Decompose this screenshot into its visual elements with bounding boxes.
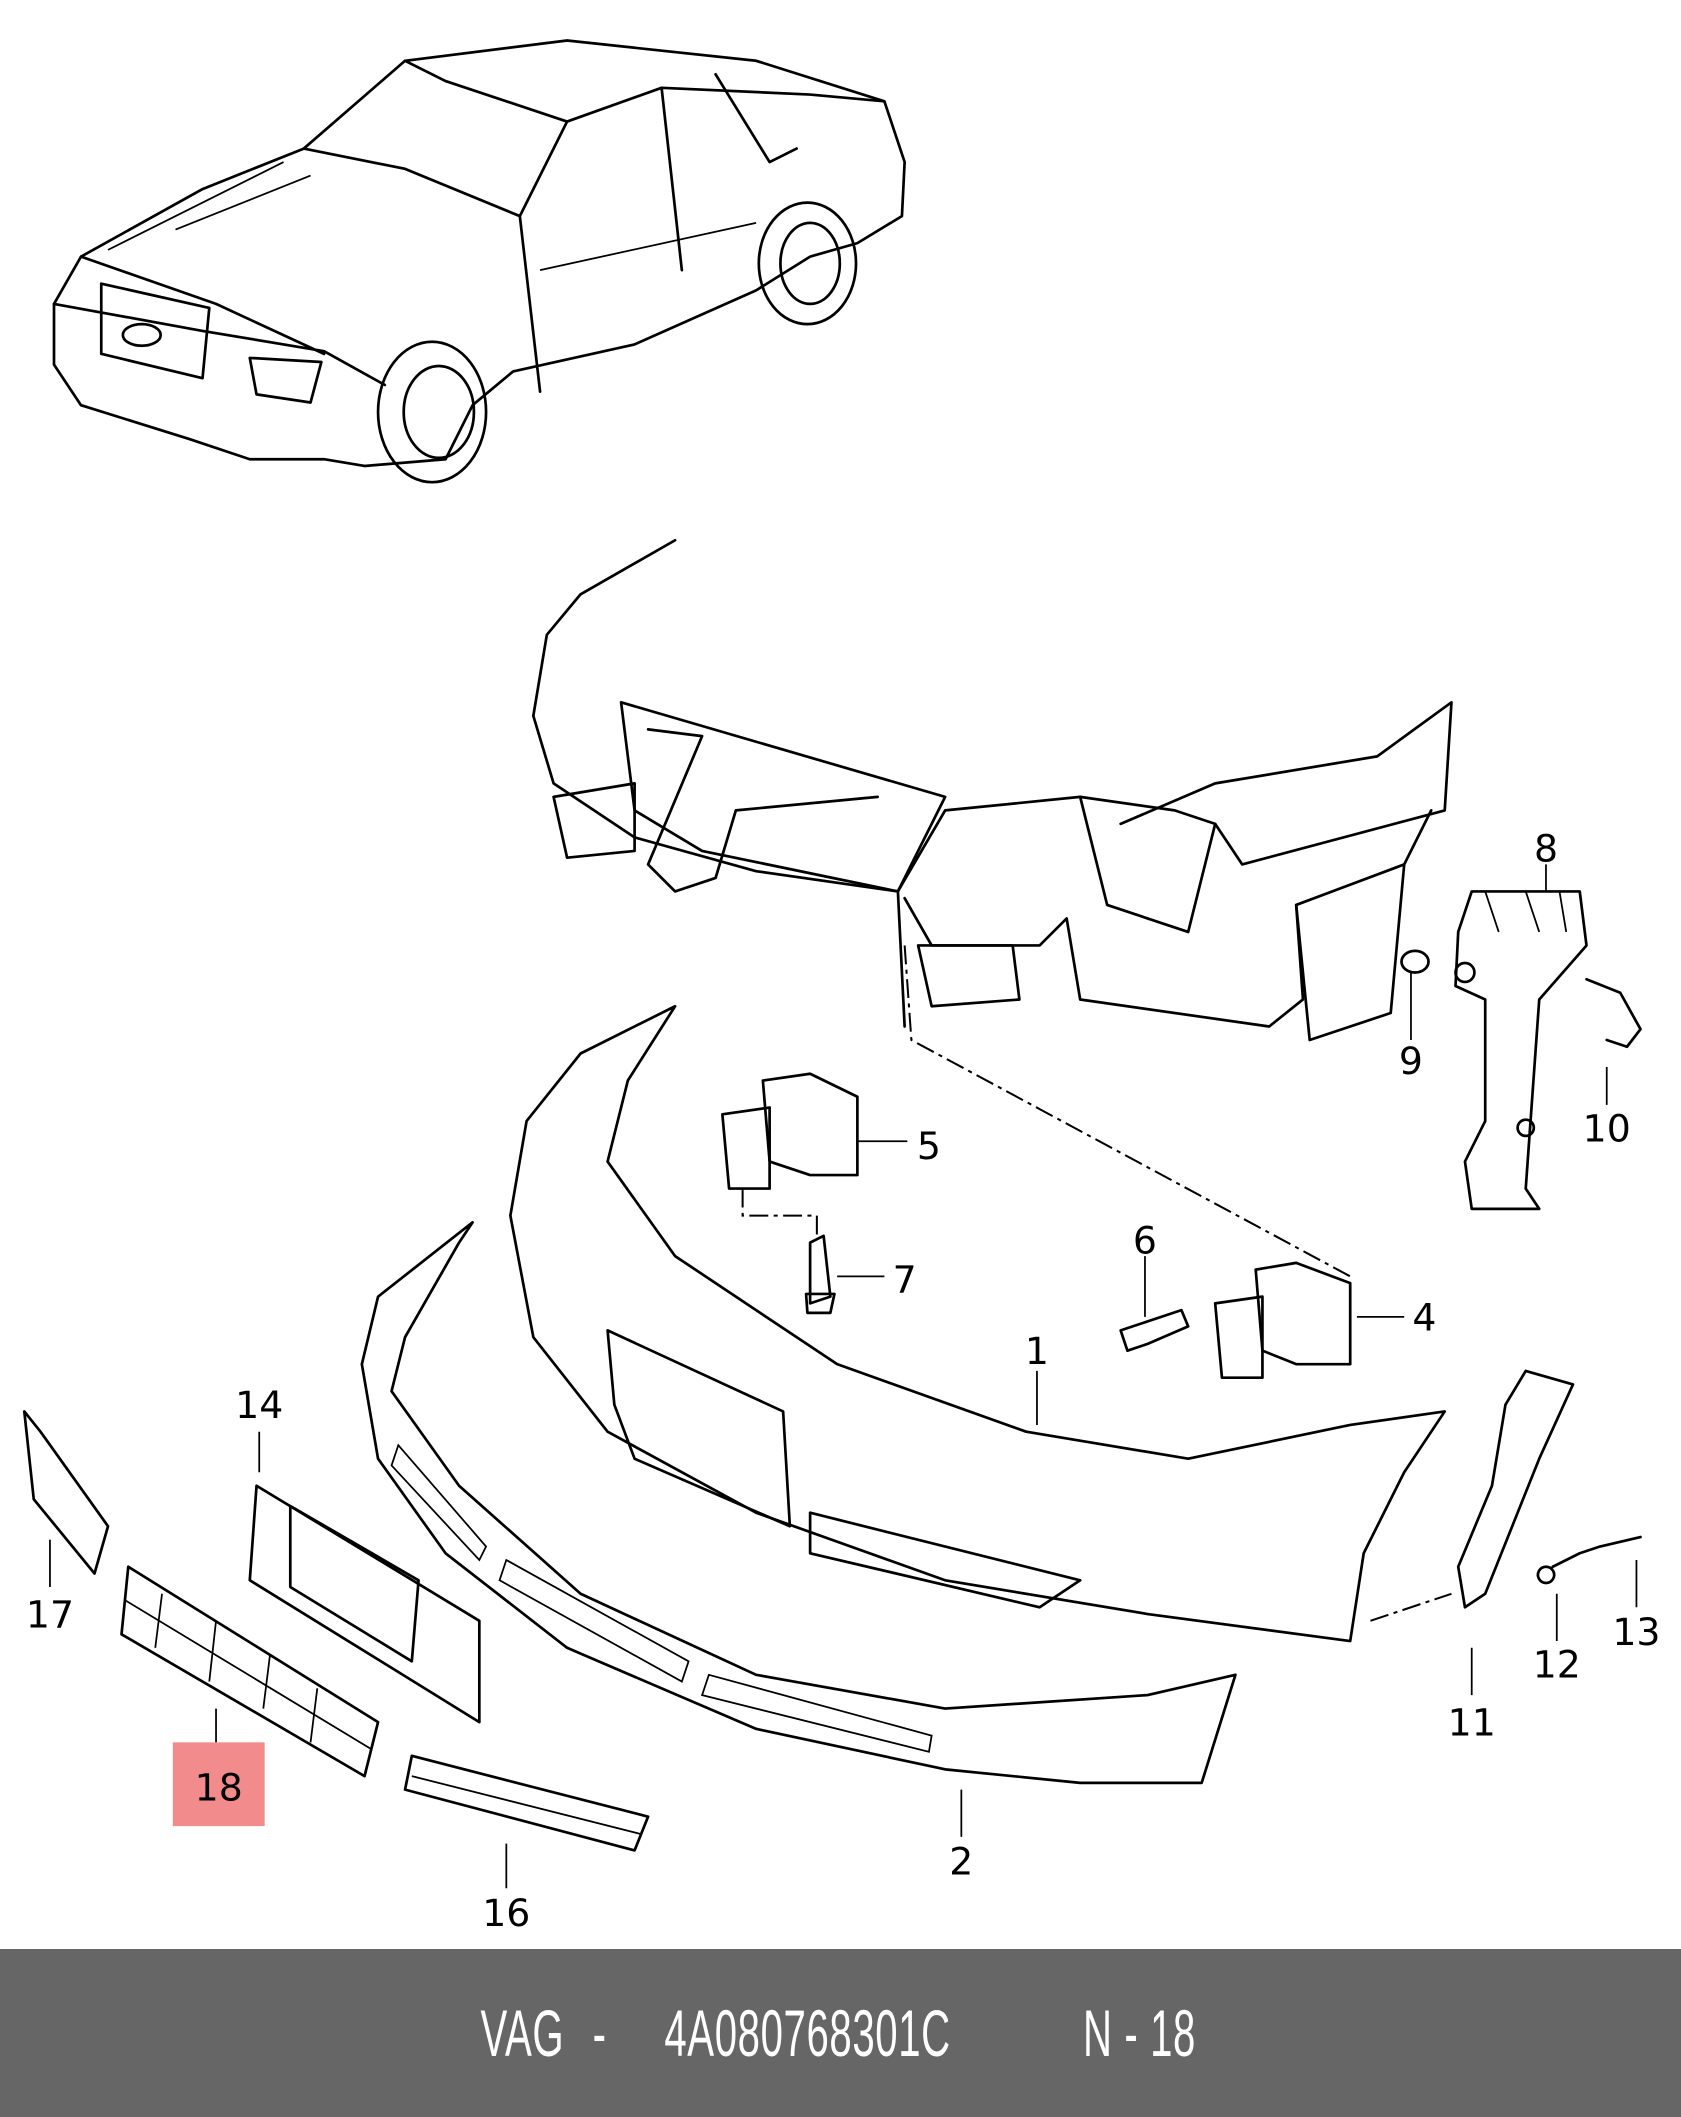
separator: - bbox=[581, 1996, 620, 2070]
highlight-box-18 bbox=[172, 1742, 265, 1827]
brand-label: VAG bbox=[480, 1996, 565, 2070]
callout-5[interactable]: 5 bbox=[917, 1124, 941, 1168]
callout-4[interactable]: 4 bbox=[1412, 1295, 1436, 1339]
callout-7[interactable]: 7 bbox=[893, 1258, 917, 1302]
lower-spoiler-2-illustration bbox=[360, 1220, 1237, 1785]
callout-10[interactable]: 10 bbox=[1583, 1106, 1631, 1150]
bumper-cover-1-illustration bbox=[509, 1004, 1447, 1643]
callout-6[interactable]: 6 bbox=[1133, 1218, 1157, 1262]
part-info-footer: VAG - 4A080768301C N - 18 bbox=[0, 1949, 1681, 2117]
car-overview-illustration bbox=[52, 39, 906, 484]
callout-18[interactable]: 18 bbox=[195, 1765, 243, 1809]
grilles-illustration bbox=[22, 1369, 1642, 1852]
callout-9[interactable]: 9 bbox=[1399, 1039, 1423, 1083]
part-info-text: VAG - 4A080768301C N - 18 bbox=[469, 1995, 1212, 2071]
callout-12[interactable]: 12 bbox=[1533, 1643, 1581, 1687]
callout-11[interactable]: 11 bbox=[1448, 1701, 1496, 1745]
callout-13[interactable]: 13 bbox=[1612, 1610, 1660, 1654]
mounting-brackets-illustration bbox=[721, 1072, 1352, 1380]
part-number: 4A080768301C bbox=[664, 1996, 952, 2070]
position-label: N - 18 bbox=[1082, 1996, 1196, 2070]
gap bbox=[1000, 1995, 1059, 2071]
callout-14[interactable]: 14 bbox=[235, 1383, 283, 1427]
bracket-8-illustration bbox=[1400, 890, 1642, 1211]
callout-16[interactable]: 16 bbox=[482, 1891, 530, 1935]
parts-diagram: 8 9 10 5 7 6 4 1 14 17 13 12 11 18 2 16 bbox=[22, 39, 1661, 1935]
callout-8[interactable]: 8 bbox=[1534, 827, 1558, 871]
callout-leaders bbox=[49, 864, 1638, 1889]
callout-labels: 8 9 10 5 7 6 4 1 14 17 13 12 11 18 2 16 bbox=[26, 827, 1661, 1935]
callout-1[interactable]: 1 bbox=[1025, 1329, 1049, 1373]
front-body-illustration bbox=[531, 538, 1453, 1278]
callout-2[interactable]: 2 bbox=[949, 1840, 973, 1884]
callout-17[interactable]: 17 bbox=[26, 1593, 74, 1637]
